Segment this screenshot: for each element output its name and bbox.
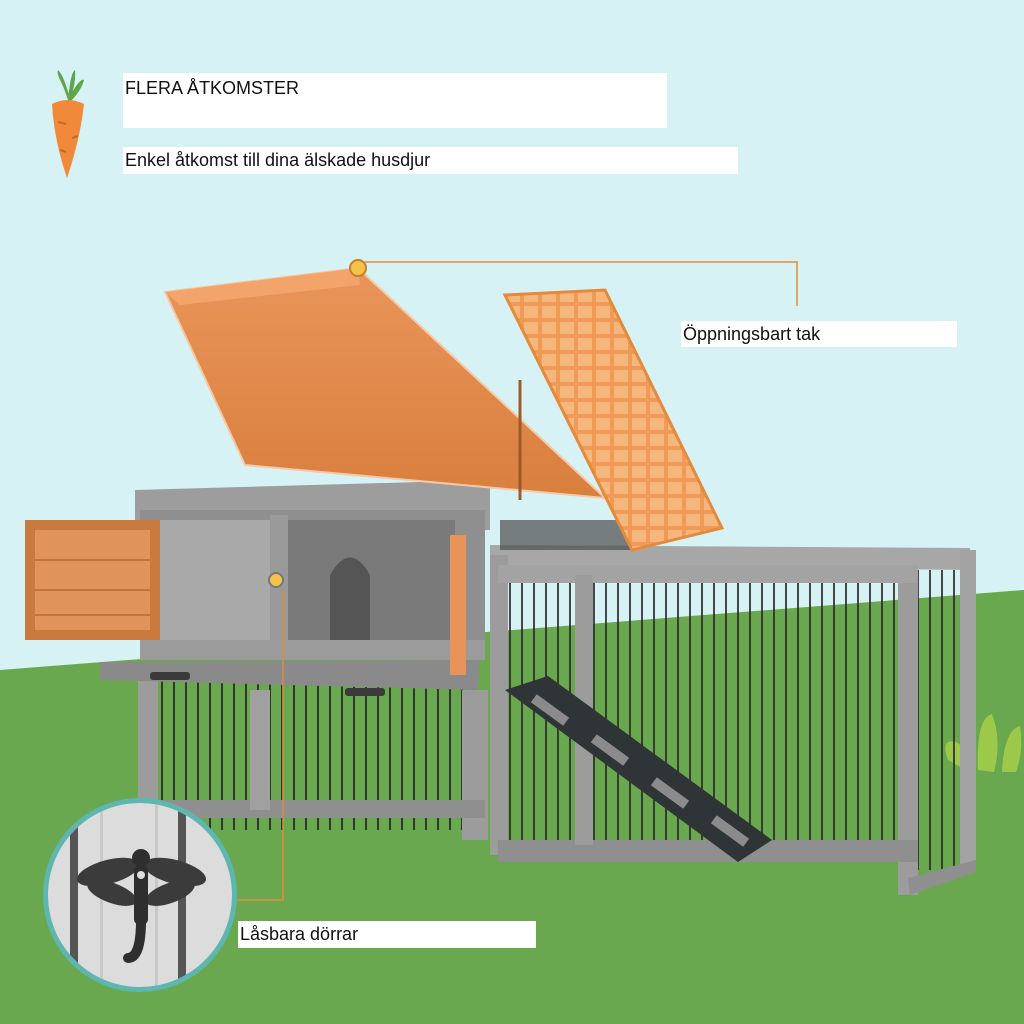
page-subtitle: Enkel åtkomst till dina älskade husdjur: [123, 147, 738, 174]
dragonfly-latch-icon: [76, 849, 207, 963]
callout-lines: [236, 261, 798, 901]
ramp: [505, 676, 772, 862]
open-roof: [163, 259, 725, 552]
page-title: FLERA ÅTKOMSTER: [123, 73, 667, 128]
latch-detail-circle: [43, 798, 237, 992]
hutch-house: [100, 480, 630, 696]
lower-enclosure: [138, 680, 488, 840]
open-side-door: [25, 520, 160, 640]
carrot-icon: [52, 70, 84, 178]
roof-callout-label: Öppningsbart tak: [681, 321, 957, 347]
doors-callout-label: Låsbara dörrar: [238, 921, 536, 948]
